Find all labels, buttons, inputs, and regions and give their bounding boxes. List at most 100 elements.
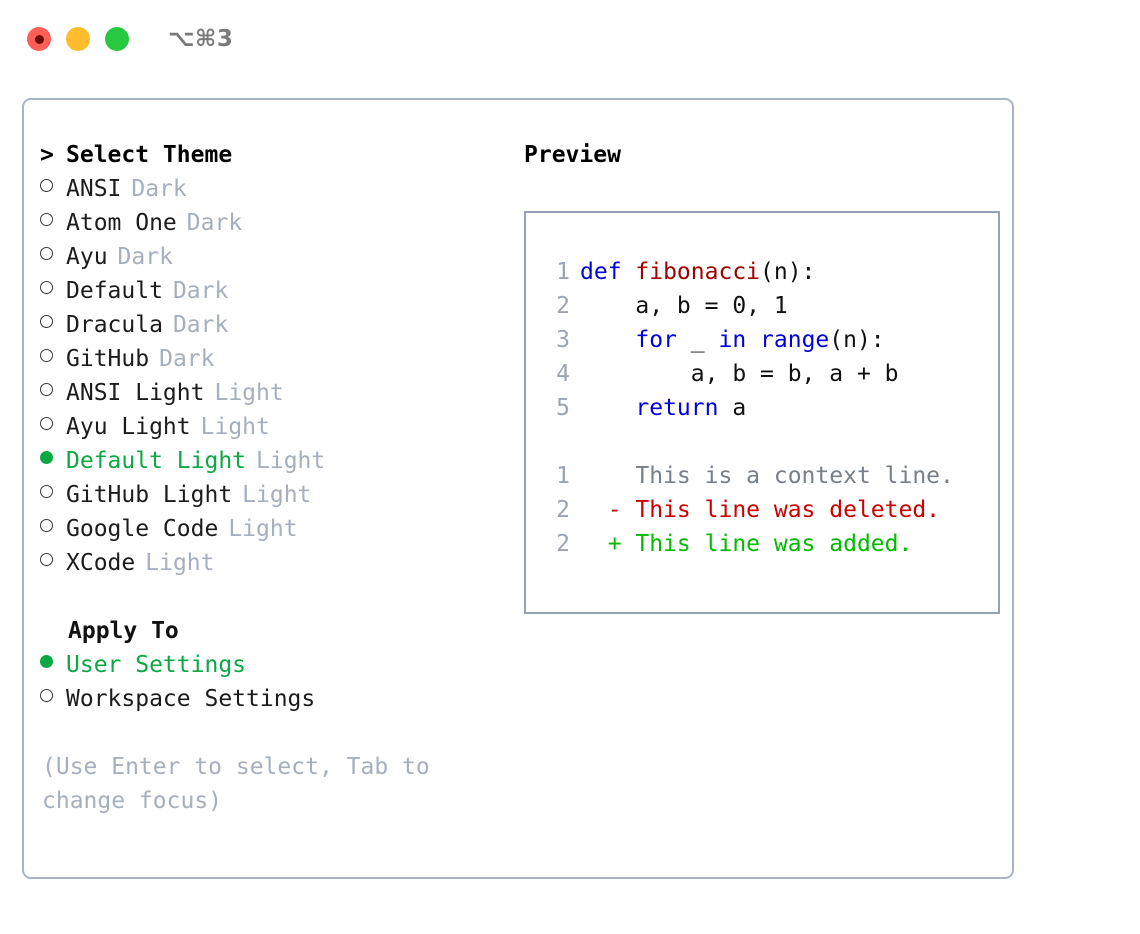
code-token: (n): [760,259,816,285]
theme-option-variant: Dark [117,244,173,270]
apply-to-option-user-settings[interactable]: User Settings [40,648,500,682]
preview-title: Preview [524,142,621,168]
window-controls [27,27,129,51]
list-spacer [40,580,500,614]
diff-line-text: + This line was added. [580,531,913,557]
code-token: a, b = 0, 1 [580,293,788,319]
radio-unselected-icon [40,342,66,376]
title-bar: ⌥⌘3 [0,0,1140,78]
radio-unselected-icon [40,546,66,580]
code-token: a [718,395,747,421]
theme-option-atom-one[interactable]: Atom One Dark [40,206,500,240]
radio-unselected-icon [40,512,66,546]
apply-to-title: Apply To [68,618,179,644]
theme-option-ayu-light[interactable]: Ayu Light Light [40,410,500,444]
line-number: 2 [556,497,570,523]
code-token: def [580,259,636,285]
select-theme-header: >Select Theme [40,138,500,172]
theme-option-variant: Dark [159,346,215,372]
maximize-window-button[interactable] [105,27,129,51]
apply-to-option-workspace-settings[interactable]: Workspace Settings [40,682,500,716]
code-token: for [635,327,677,353]
theme-option-variant: Dark [131,176,187,202]
theme-option-variant: Light [256,448,326,474]
theme-option-ansi-light[interactable]: ANSI Light Light [40,376,500,410]
theme-option-label: Ayu Light [66,414,191,440]
preview-gap [544,425,998,459]
theme-option-default-light[interactable]: Default Light Light [40,444,500,478]
diff-line: 1 This is a context line. [544,459,998,493]
apply-to-option-label: Workspace Settings [66,686,316,712]
code-token: in range [718,327,830,353]
theme-option-variant: Light [200,414,270,440]
theme-option-label: ANSI [66,176,122,202]
theme-option-dracula[interactable]: Dracula Dark [40,308,500,342]
theme-option-variant: Dark [172,312,229,338]
code-token: a, b = b, a + b [580,361,899,387]
theme-option-ansi[interactable]: ANSI Dark [40,172,500,206]
line-number: 1 [556,259,570,285]
theme-option-google-code[interactable]: Google Code Light [40,512,500,546]
theme-option-label: ANSI Light [66,380,205,406]
select-theme-title: Select Theme [66,142,233,168]
code-token: return [635,395,719,421]
code-token: fibonacci [635,259,761,285]
theme-option-label: Ayu [66,244,108,270]
theme-option-github-light[interactable]: GitHub Light Light [40,478,500,512]
keyboard-shortcut-label: ⌥⌘3 [168,26,234,52]
radio-unselected-icon [40,206,66,240]
theme-option-label: Default Light [66,448,247,474]
radio-unselected-icon [40,376,66,410]
diff-line: 2 + This line was added. [544,527,998,561]
radio-unselected-icon [40,682,66,716]
code-token: (n): [829,327,885,353]
theme-option-label: Default [66,278,163,304]
code-token: _ [676,327,719,353]
radio-unselected-icon [40,478,66,512]
theme-option-variant: Light [214,380,284,406]
theme-option-label: GitHub Light [66,482,233,508]
radio-selected-icon [40,444,66,478]
radio-unselected-icon [40,172,66,206]
keyboard-hint-text: (Use Enter to select, Tab to change focu… [42,754,444,814]
line-number: 3 [556,327,570,353]
code-line: 2 a, b = 0, 1 [544,289,998,323]
theme-option-variant: Light [242,482,312,508]
theme-option-label: XCode [66,550,136,576]
radio-unselected-icon [40,410,66,444]
theme-option-default[interactable]: Default Dark [40,274,500,308]
line-number: 2 [556,531,570,557]
code-token [580,395,635,421]
theme-option-variant: Dark [186,210,243,236]
diff-line-text: - This line was deleted. [580,497,941,523]
code-token [580,327,635,353]
radio-selected-icon [40,648,66,682]
diff-line: 2 - This line was deleted. [544,493,998,527]
theme-option-variant: Dark [172,278,229,304]
code-line: 4 a, b = b, a + b [544,357,998,391]
radio-unselected-icon [40,274,66,308]
theme-option-variant: Light [228,516,298,542]
minimize-window-button[interactable] [66,27,90,51]
theme-option-label: Dracula [66,312,163,338]
line-number: 1 [556,463,570,489]
line-number: 5 [556,395,570,421]
apply-to-option-label: User Settings [66,652,247,678]
theme-option-label: GitHub [66,346,150,372]
theme-option-github[interactable]: GitHub Dark [40,342,500,376]
theme-option-ayu[interactable]: Ayu Dark [40,240,500,274]
line-number: 4 [556,361,570,387]
theme-option-label: Atom One [66,210,177,236]
line-number: 2 [556,293,570,319]
diff-sample-block: 1 This is a context line.2 - This line w… [544,459,998,561]
theme-option-label: Google Code [66,516,219,542]
close-window-button[interactable] [27,27,51,51]
code-line: 5 return a [544,391,998,425]
